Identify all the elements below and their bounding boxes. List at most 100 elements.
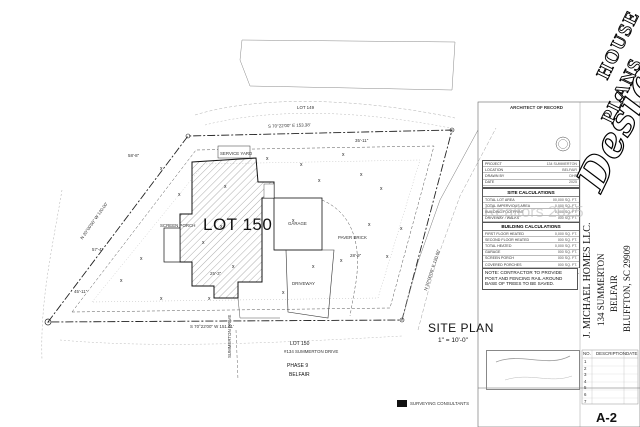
builder-company: J. MICHAEL HOMES LLC. [582, 222, 593, 338]
site-row-value: 0,000 SQ. FT. [554, 209, 577, 214]
svg-text:x: x [400, 226, 403, 232]
site-row: DRIVEWAY / WALKS 000 SQ. FT. [483, 216, 579, 222]
dim-58-label: 58'-8" [128, 153, 140, 158]
revision-row-number: 4 [584, 378, 587, 384]
revision-row-number: 5 [584, 385, 587, 391]
revision-row-number: 3 [584, 372, 587, 378]
building-row-label: GARAGE [485, 250, 501, 255]
svg-text:x: x [292, 218, 295, 224]
svg-text:x: x [318, 178, 321, 184]
building-row: TOTAL HEATED 0,000 SQ. FT. [483, 243, 579, 250]
site-plan-title: SITE PLAN [428, 321, 494, 335]
info-row-label: PROJECT [485, 161, 502, 166]
svg-text:x: x [282, 290, 285, 296]
left-contour [41, 189, 63, 361]
service-yard [217, 145, 251, 159]
dim-35-label: 35'-11" [355, 138, 369, 143]
svg-text:x: x [224, 184, 227, 190]
site-plan-scale: 1" = 10'-0" [438, 337, 468, 344]
rev-header-date: DATE [626, 351, 638, 356]
site-row-label: DRIVEWAY / WALKS [485, 216, 520, 221]
site-row-label: TOTAL IMPERVIOUS AREA [485, 203, 531, 208]
architect-seal [555, 136, 571, 152]
info-row-value: BELFAIR [562, 167, 577, 172]
building-row-label: TOTAL HEATED [485, 243, 512, 248]
building-row: GARAGE 000 SQ. FT. [483, 250, 579, 256]
building-row-value: 0,000 SQ. FT. [554, 231, 577, 236]
watermark: Realtors 2025 [484, 204, 584, 221]
survey-footer: SURVEYING CONSULTANTS [410, 401, 470, 406]
building-row: FIRST FLOOR HEATED 0,000 SQ. FT. [483, 231, 579, 238]
driveway [285, 249, 335, 319]
site-calc-header: SITE CALCULATIONS [483, 189, 579, 197]
svg-text:x: x [368, 222, 371, 228]
driveway-label: DRIVEWAY [292, 281, 315, 286]
road-edge-2 [417, 127, 497, 331]
dim-57-label: 57'-4" [92, 247, 104, 252]
lot-number-label: LOT 150 [203, 215, 273, 234]
rev-header-no: NO. [583, 351, 591, 356]
svg-text:x: x [120, 278, 123, 284]
dim-bottom-label: S 70°22'00" W 151.41' [190, 324, 234, 329]
revision-row-number: 2 [584, 365, 587, 371]
info-row-value: 134 SUMMERTON [546, 161, 577, 166]
svg-text:x: x [340, 258, 343, 264]
contractor-note: NOTE: CONTRACTOR TO PROVIDE POST AND FEN… [482, 268, 578, 290]
neighbor-lot-label: LOT 149 [297, 105, 315, 110]
rev-header-desc: DESCRIPTION [596, 351, 627, 356]
road-edge-left [235, 329, 239, 381]
builder-community: BELFAIR [609, 275, 619, 312]
property-boundary [47, 129, 453, 323]
title-block-frame [477, 101, 640, 427]
site-row-value: 000 SQ. FT. [557, 216, 577, 221]
site-row-value: 00,000 SQ. FT. [552, 197, 577, 202]
porch-label: SCREEN PORCH [160, 223, 196, 228]
revision-row-number: 1 [584, 359, 587, 364]
survey-logo [397, 400, 407, 407]
site-row-value: 0,000 SQ. FT. [554, 203, 577, 208]
info-row-label: DRAWN BY [485, 173, 505, 178]
info-row-value: DHP [569, 173, 577, 178]
site-row: TOTAL IMPERVIOUS AREA 0,000 SQ. FT. [483, 203, 579, 210]
info-row: DRAWN BY DHP [483, 173, 579, 180]
building-calculations-table: BUILDING CALCULATIONS FIRST FLOOR HEATED… [482, 222, 580, 275]
top-contour [194, 101, 456, 119]
lot-caption-1: LOT 150 [290, 341, 310, 347]
lot-caption-2: #134 SUMMERTON DRIVE [284, 349, 339, 354]
tree-markers: xxx xxx xxx xxx xxx xxx xxx xx [120, 152, 403, 302]
building-row-value: 0,000 SQ. FT. [554, 243, 577, 248]
driveway-curve [321, 199, 358, 317]
dim-25-label: 25'-3" [210, 271, 222, 276]
setback-line [71, 145, 435, 313]
building-row-label: FIRST FLOOR HEATED [485, 231, 525, 236]
svg-text:x: x [232, 264, 235, 270]
svg-text:x: x [360, 172, 363, 178]
garage [273, 197, 323, 251]
dim-45-label: 45'-11" [74, 289, 88, 294]
svg-text:x: x [266, 156, 269, 162]
patio [263, 183, 275, 199]
road-label: SUMMERTON DRIVE [227, 314, 232, 358]
bottom-contour [59, 335, 403, 345]
svg-text:x: x [342, 152, 345, 158]
svg-text:x: x [220, 224, 223, 230]
building-row-value: 000 SQ. FT. [557, 250, 577, 255]
building-row-value: 000 SQ. FT. [557, 256, 577, 261]
contractor-note-text: NOTE: CONTRACTOR TO PROVIDE POST AND FEN… [485, 270, 563, 287]
svg-text:x: x [202, 240, 205, 246]
svg-text:x: x [140, 256, 143, 262]
building-row-value: 000 SQ. FT. [557, 237, 577, 242]
info-row-value: 2025 [569, 180, 577, 185]
building-row-label: SCREEN PORCH [485, 256, 514, 261]
lot-caption-3: PHASE 9 [287, 363, 309, 369]
top-contour-2 [204, 113, 451, 129]
lot-caption-4: BELFAIR [289, 372, 310, 378]
